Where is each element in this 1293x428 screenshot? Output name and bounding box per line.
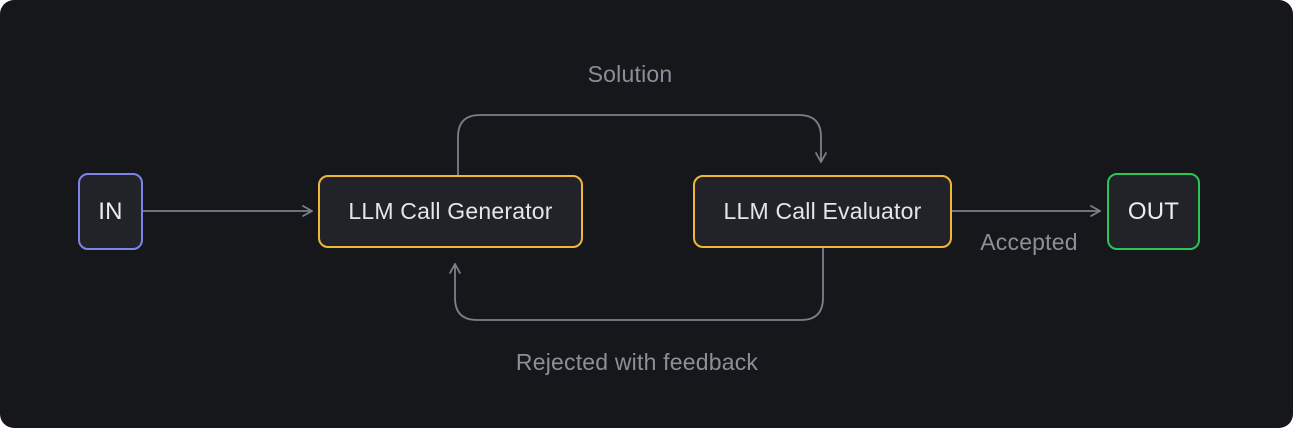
edge-generator-to-evaluator [457, 114, 827, 176]
node-llm-call-evaluator-label: LLM Call Evaluator [723, 198, 922, 224]
node-llm-call-generator: LLM Call Generator [318, 175, 583, 248]
edge-label-accepted: Accepted [980, 229, 1078, 255]
node-llm-call-evaluator: LLM Call Evaluator [693, 175, 952, 248]
node-in: IN [78, 173, 143, 250]
node-out: OUT [1107, 173, 1200, 250]
node-llm-call-generator-label: LLM Call Generator [348, 198, 553, 224]
edge-label-rejected-with-feedback: Rejected with feedback [515, 349, 759, 375]
edge-evaluator-to-generator [449, 247, 824, 321]
node-in-label: IN [98, 197, 123, 225]
node-out-label: OUT [1127, 197, 1180, 225]
edge-label-solution: Solution [587, 61, 673, 87]
